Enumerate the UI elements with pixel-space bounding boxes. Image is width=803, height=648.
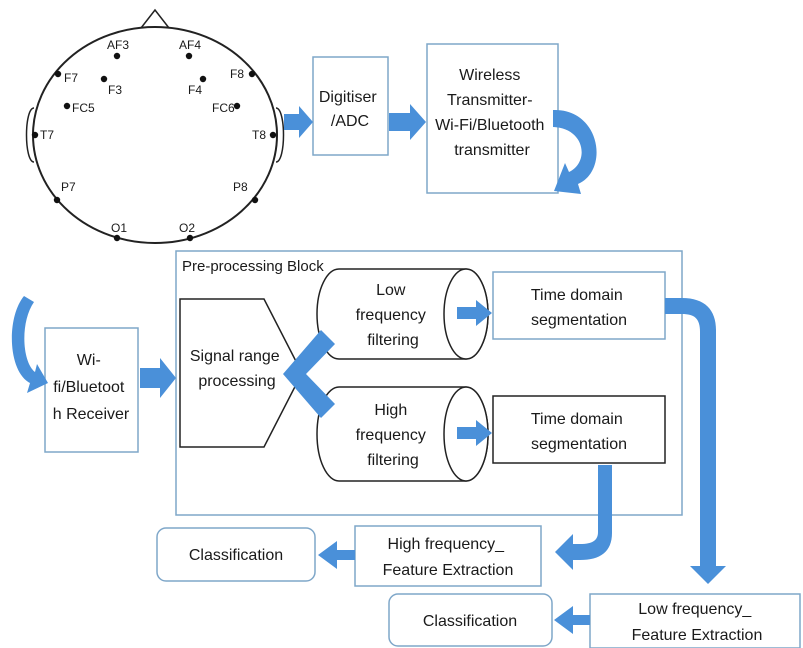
electrode-label-o2: O2 xyxy=(179,221,195,235)
time-seg-low-box xyxy=(492,271,666,340)
arrow-receiver-to-preprocessing xyxy=(140,358,176,398)
classification-low-label: Classification xyxy=(423,613,517,630)
electrode-dot-af4 xyxy=(185,52,193,60)
receiver-box xyxy=(44,327,139,453)
electrode-label-fc6: FC6 xyxy=(212,101,235,115)
arrow-digitiser-to-wireless xyxy=(389,104,426,140)
head-outline xyxy=(32,26,278,244)
arrow-head-to-digitiser xyxy=(284,106,313,138)
right-ear xyxy=(275,107,285,163)
wireless-transmitter-label: Wireless Transmitter- Wi-Fi/Bluetooth tr… xyxy=(435,67,549,159)
electrode-label-p7: P7 xyxy=(61,180,76,194)
low-filter-label: Low frequency filtering xyxy=(356,282,431,349)
low-feature-box xyxy=(589,593,801,648)
electrode-dot-f8 xyxy=(248,70,256,78)
electrode-dot-o2 xyxy=(186,234,194,242)
head-nose xyxy=(140,8,170,29)
electrode-dot-p7 xyxy=(53,196,61,204)
high-feature-label: High frequency_ Feature Extraction xyxy=(383,536,514,579)
classification-high-label: Classification xyxy=(189,547,283,564)
preprocessing-title: Pre-processing Block xyxy=(182,258,324,275)
left-ear xyxy=(25,107,35,163)
preprocessing-block xyxy=(175,250,683,516)
digitiser-label: Digitiser /ADC xyxy=(319,89,381,130)
electrode-label-af3: AF3 xyxy=(107,38,129,52)
time-seg-high-label: Time domain segmentation xyxy=(531,411,627,453)
electrode-label-af4: AF4 xyxy=(179,38,201,52)
electrode-label-f7: F7 xyxy=(64,71,78,85)
electrode-label-p8: P8 xyxy=(233,180,248,194)
arrow-low-feature-to-class xyxy=(554,606,590,634)
high-filter-label: High frequency filtering xyxy=(356,402,431,469)
arrow-high-feature-to-class xyxy=(318,541,355,569)
electrode-dot-t8 xyxy=(269,131,277,139)
arrow-signal-split xyxy=(283,330,335,418)
electrode-label-o1: O1 xyxy=(111,221,127,235)
electrode-dot-o1 xyxy=(113,234,121,242)
low-feature-label: Low frequency_ Feature Extraction xyxy=(632,601,763,644)
electrode-label-f4: F4 xyxy=(188,83,202,97)
classification-low-box xyxy=(388,593,553,647)
electrode-label-fc5: FC5 xyxy=(72,101,95,115)
arrow-left-curve-to-receiver xyxy=(11,296,49,393)
electrode-dot-fc6 xyxy=(233,102,241,110)
electrode-label-f8: F8 xyxy=(230,67,244,81)
arrow-wireless-curve xyxy=(553,109,597,194)
electrode-dot-f7 xyxy=(54,70,62,78)
electrode-dot-af3 xyxy=(113,52,121,60)
digitiser-box xyxy=(312,56,389,156)
wireless-transmitter-box xyxy=(426,43,559,194)
electrode-label-t7: T7 xyxy=(40,128,54,142)
electrode-label-f3: F3 xyxy=(108,83,122,97)
electrode-dot-p8 xyxy=(251,196,259,204)
arrow-low-seg-to-feature xyxy=(665,298,726,584)
time-seg-low-label: Time domain segmentation xyxy=(531,287,627,329)
electrode-dot-fc5 xyxy=(63,102,71,110)
signal-range-shape xyxy=(179,298,303,448)
arrow-high-filter-to-seg xyxy=(457,420,492,446)
receiver-label: Wi- fi/Bluetoot h Receiver xyxy=(53,352,130,423)
electrode-label-t8: T8 xyxy=(252,128,266,142)
time-seg-high-box xyxy=(492,395,666,464)
signal-range-label: Signal range processing xyxy=(190,348,284,390)
arrow-high-seg-to-feature xyxy=(555,465,612,570)
electrode-dot-f3 xyxy=(100,75,108,83)
arrow-low-filter-to-seg xyxy=(457,300,492,326)
electrode-dot-f4 xyxy=(199,75,207,83)
electrode-dot-t7 xyxy=(31,131,39,139)
classification-high-box xyxy=(156,527,316,582)
